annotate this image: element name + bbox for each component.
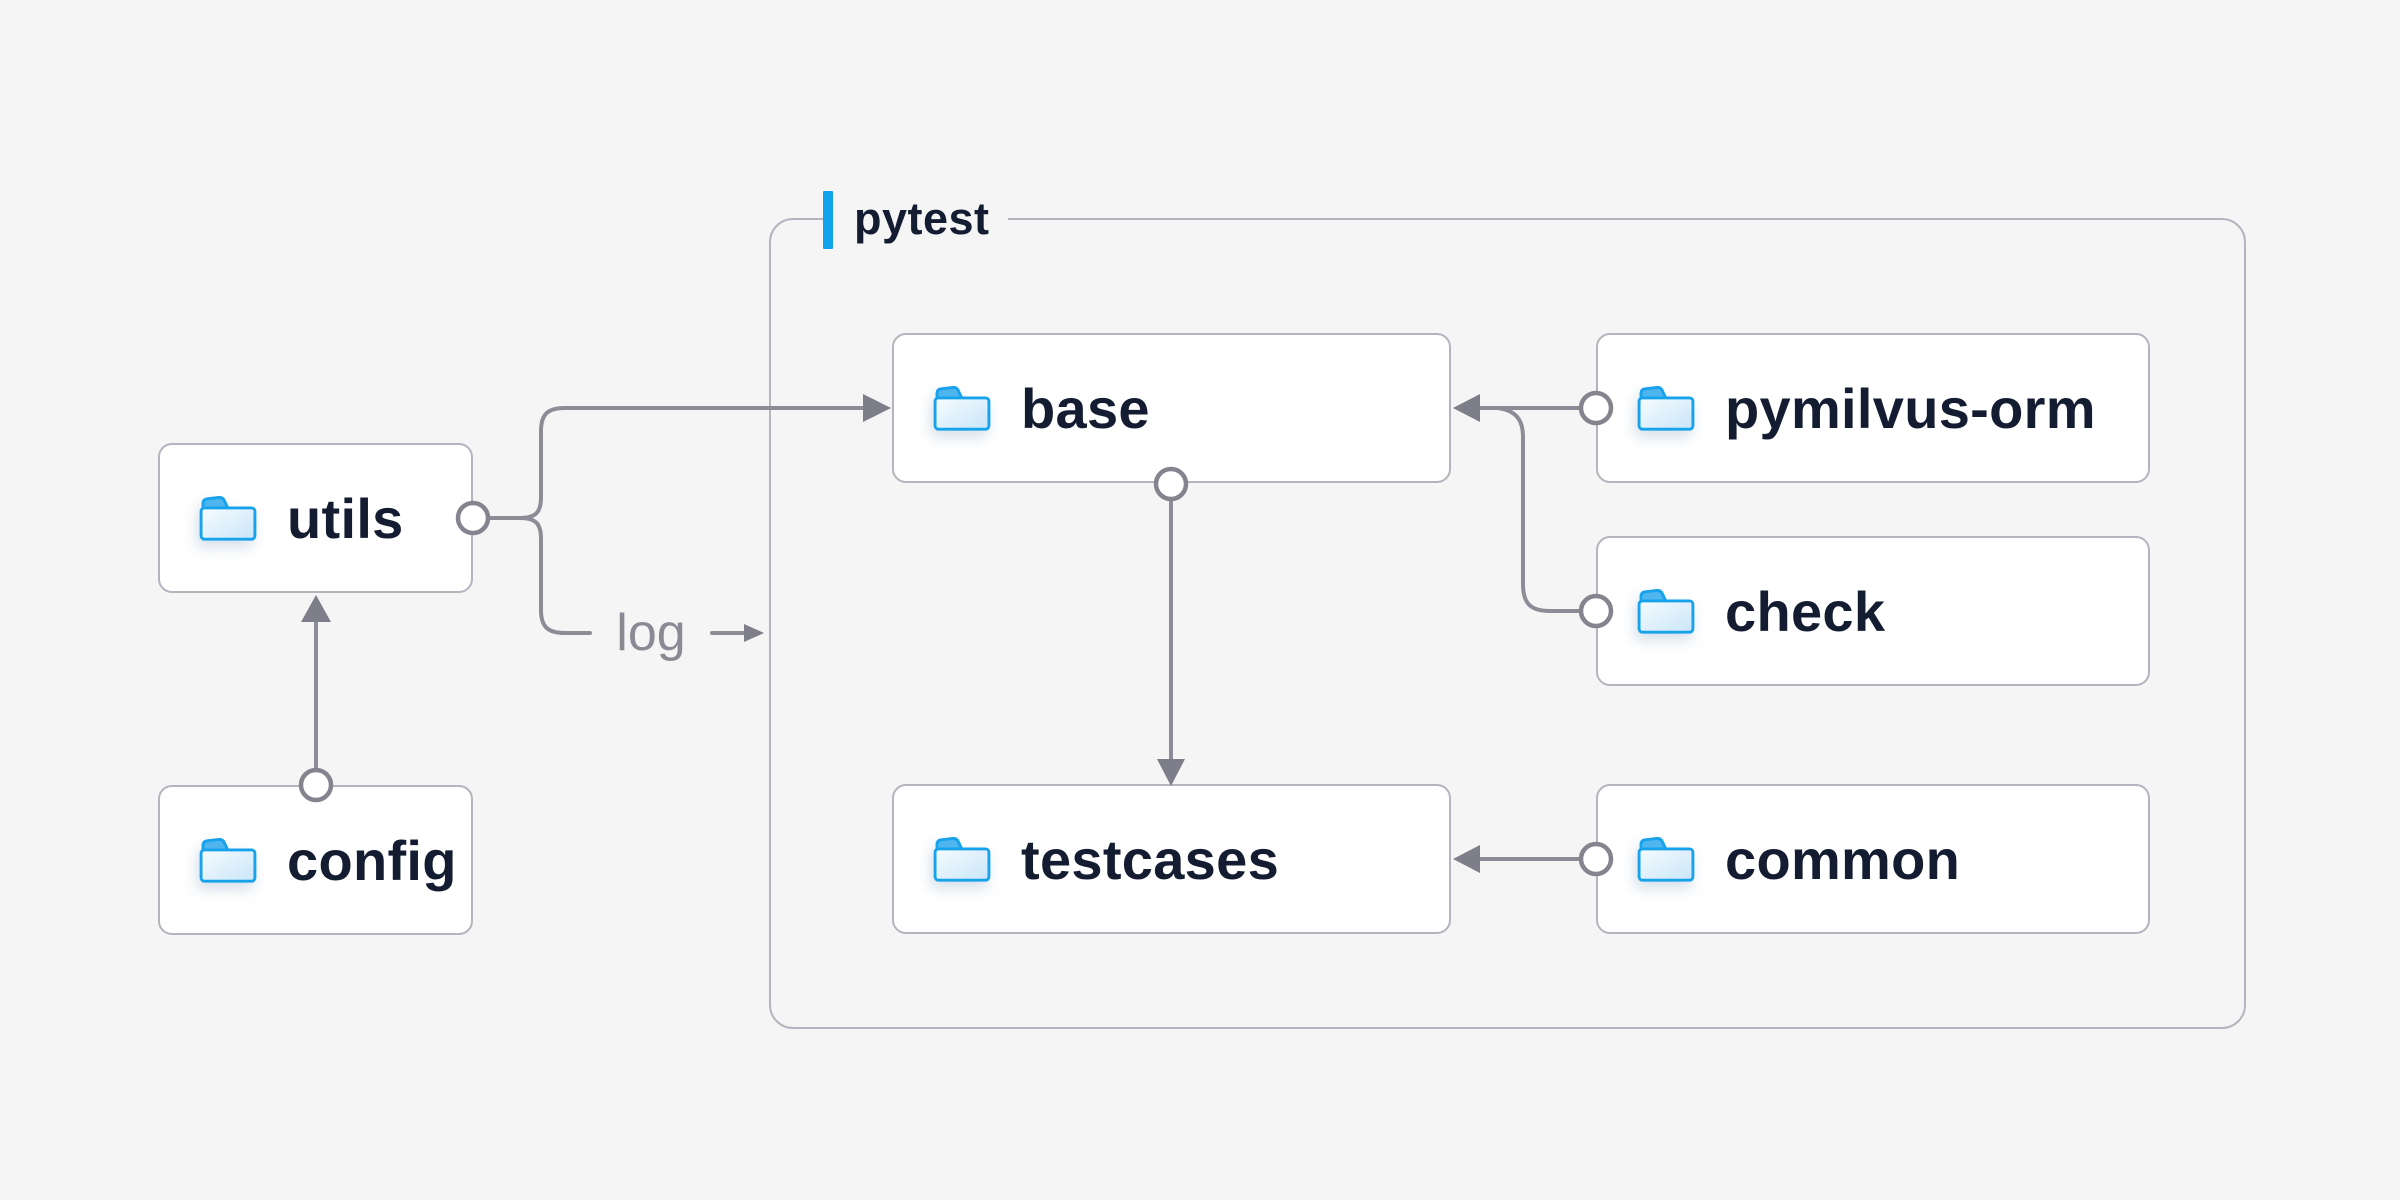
folder-icon xyxy=(933,385,991,431)
node-pymilvus-orm[interactable]: pymilvus-orm xyxy=(1596,333,2150,483)
folder-icon xyxy=(199,837,257,883)
accent-bar-icon xyxy=(823,191,833,249)
edge-label-log: log xyxy=(616,604,686,662)
folder-icon xyxy=(1637,588,1695,634)
folder-icon xyxy=(199,495,257,541)
pytest-group-label: pytest xyxy=(823,189,1008,251)
folder-icon xyxy=(933,836,991,882)
edge-config-utils xyxy=(301,595,331,771)
node-label: check xyxy=(1725,579,1886,643)
node-label: common xyxy=(1725,827,1961,891)
node-label: config xyxy=(287,828,457,892)
folder-icon xyxy=(1637,385,1695,431)
pytest-group-title: pytest xyxy=(854,192,990,244)
node-check[interactable]: check xyxy=(1596,536,2150,686)
node-label: utils xyxy=(287,486,404,550)
node-label: pymilvus-orm xyxy=(1725,376,2096,440)
arrowhead-up-icon xyxy=(301,595,331,622)
node-config[interactable]: config xyxy=(158,785,473,935)
arrowhead-right-small-icon xyxy=(744,624,764,642)
node-base[interactable]: base xyxy=(892,333,1451,483)
node-label: base xyxy=(1021,376,1150,440)
node-common[interactable]: common xyxy=(1596,784,2150,934)
node-utils[interactable]: utils xyxy=(158,443,473,593)
node-testcases[interactable]: testcases xyxy=(892,784,1451,934)
node-label: testcases xyxy=(1021,827,1280,891)
folder-icon xyxy=(1637,836,1695,882)
pytest-group-container: pytest xyxy=(769,189,2246,1029)
